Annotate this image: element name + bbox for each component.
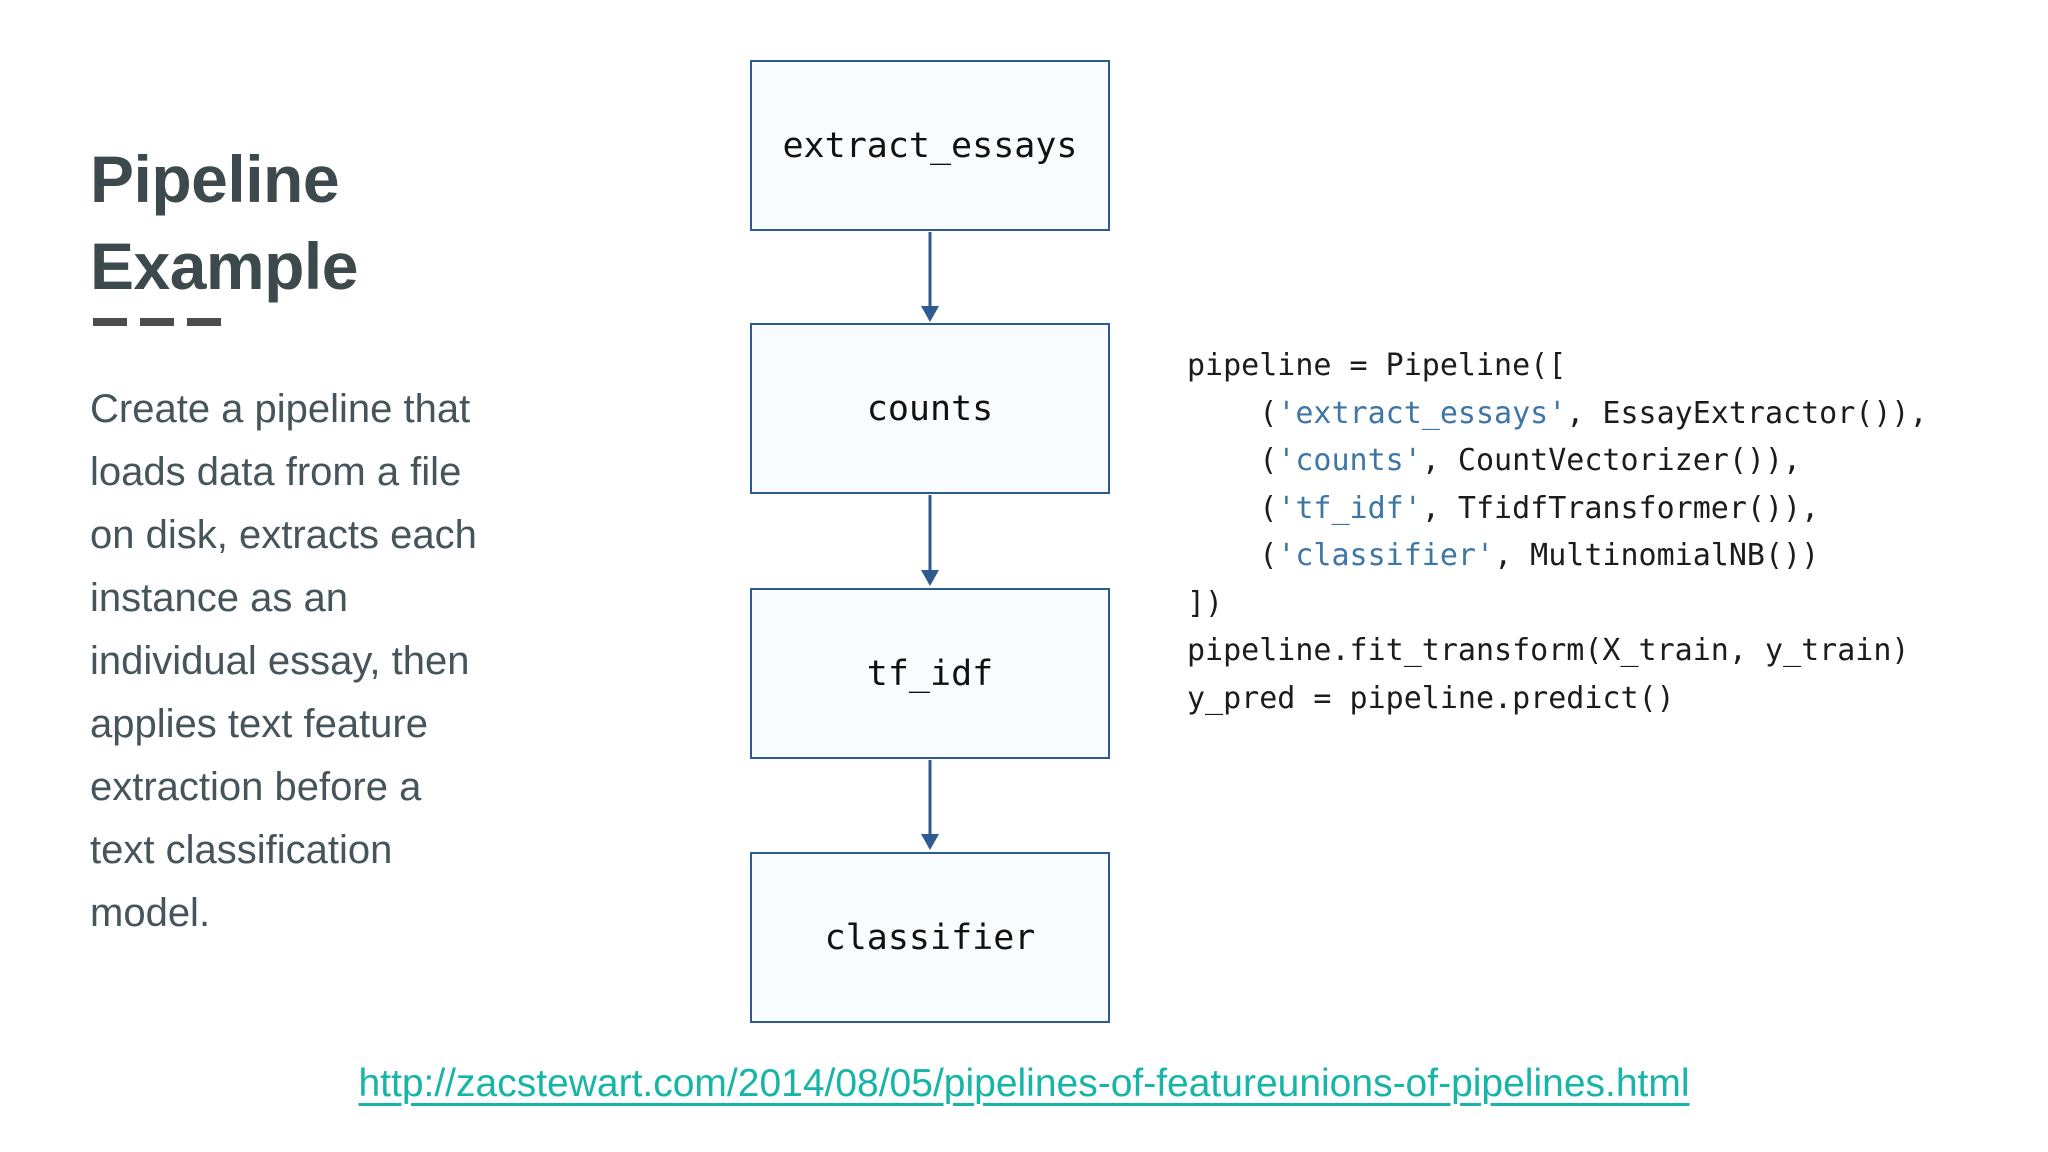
paragraph-line: individual essay, then <box>90 639 470 683</box>
flow-node-label: classifier <box>824 917 1036 958</box>
arrow-down-icon <box>921 760 939 850</box>
dash-icon <box>93 318 127 326</box>
paragraph-line: Create a pipeline that <box>90 387 471 431</box>
arrow-down-icon <box>921 495 939 586</box>
title-underline-dashes <box>93 318 234 326</box>
flow-arrows <box>921 232 939 850</box>
paragraph-line: text classification <box>90 828 393 872</box>
dash-icon <box>140 318 174 326</box>
page-title: Pipeline Example <box>90 142 358 303</box>
code-line: ('counts', CountVectorizer()), <box>1187 443 1802 478</box>
dash-icon <box>187 318 221 326</box>
paragraph-line: on disk, extracts each <box>90 513 477 557</box>
code-line: ('classifier', MultinomialNB()) <box>1187 538 1820 573</box>
flow-node-classifier: classifier <box>750 852 1110 1023</box>
code-line: y_pred = pipeline.predict() <box>1187 680 1675 716</box>
paragraph-line: model. <box>90 891 211 935</box>
code-line: ('extract_essays', EssayExtractor()), <box>1187 395 1928 431</box>
paragraph-line: loads data from a file <box>90 450 462 494</box>
flow-node-label: counts <box>866 388 994 429</box>
flow-node-label: tf_idf <box>866 653 994 694</box>
code-snippet: pipeline = Pipeline([ ('extract_essays',… <box>1187 342 1928 722</box>
paragraph-line: instance as an <box>90 576 348 620</box>
intro-paragraph: Create a pipeline that loads data from a … <box>90 378 650 945</box>
pipeline-flowchart: extract_essays counts tf_idf classifier <box>750 0 1110 1030</box>
code-line: pipeline = Pipeline([ <box>1187 348 1567 383</box>
paragraph-line: applies text feature <box>90 702 428 746</box>
flow-node-counts: counts <box>750 323 1110 494</box>
code-line: pipeline.fit_transform(X_train, y_train) <box>1187 633 1910 668</box>
source-link[interactable]: http://zacstewart.com/2014/08/05/pipelin… <box>358 1062 1690 1105</box>
arrow-down-icon <box>921 232 939 322</box>
flow-node-label: extract_essays <box>782 125 1078 166</box>
flow-node-tf-idf: tf_idf <box>750 588 1110 759</box>
code-line: ('tf_idf', TfidfTransformer()), <box>1187 490 1820 526</box>
code-line: ]) <box>1187 585 1224 621</box>
paragraph-line: extraction before a <box>90 765 422 809</box>
flow-node-extract-essays: extract_essays <box>750 60 1110 231</box>
